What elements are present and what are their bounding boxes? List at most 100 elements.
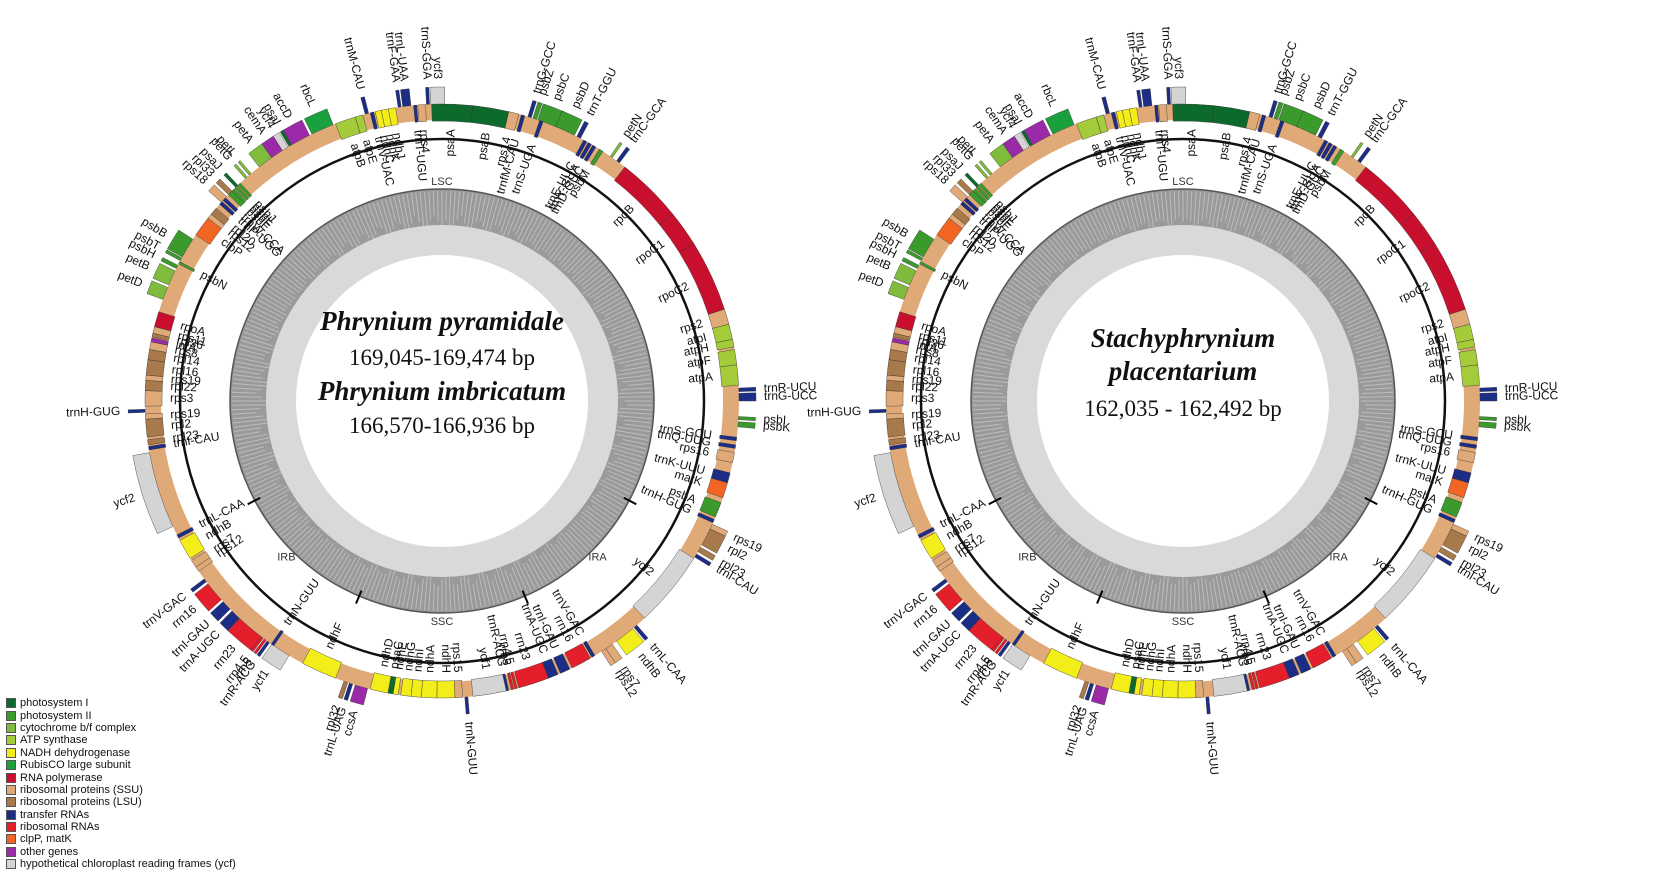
gene-block-psbb <box>167 229 194 258</box>
gene-block-psbd <box>555 110 583 136</box>
gene-label-ccsa: ccsA <box>1081 709 1102 738</box>
gene-block-trni-cau <box>1435 553 1453 567</box>
gene-block-rps14 <box>1245 111 1261 131</box>
gene-block-trnn-guu <box>464 696 470 715</box>
gene-block-trnc-gca <box>616 146 630 164</box>
gene-label-ndhi: ndhI <box>1151 648 1167 672</box>
gene-label-rpl2: rpl2 <box>911 416 933 432</box>
gene-block-rpl32 <box>1078 681 1090 700</box>
gene-block-rpoa <box>895 311 917 332</box>
gene-label-psac: psaC <box>1128 640 1147 670</box>
gene-label-trnn-guu: trnN-GUU <box>462 721 480 775</box>
gene-label-ycf2: ycf2 <box>112 490 138 510</box>
gene-label-trng-ucc: trnG-UCC <box>764 388 818 403</box>
gene-label-ycf3: ycf3 <box>431 57 445 80</box>
genome-size: 169,045-169,474 bp <box>349 345 535 370</box>
region-label-lsc: LSC <box>431 176 452 188</box>
gene-block-trny-gua <box>1320 142 1333 160</box>
gene-label-rpob: rpoB <box>1350 202 1378 230</box>
gene-block-trnr-acg <box>256 640 270 657</box>
gene-label-rpl22: rpl22 <box>911 379 939 394</box>
gene-label-psbi: psbI <box>1504 412 1527 427</box>
gene-label-rps8: rps8 <box>915 343 941 361</box>
legend-swatch <box>6 772 16 783</box>
gene-block-rpl23 <box>147 437 166 446</box>
gene-label-rpl22: rpl22 <box>170 379 198 394</box>
gene-block-psba <box>1440 496 1463 518</box>
gene-block-psbf <box>231 188 247 204</box>
gene-block-rps15 <box>1195 680 1204 698</box>
gene-label-rpoc2: rpoC2 <box>656 279 692 306</box>
gene-label-atpi: atpI <box>1426 330 1449 348</box>
legend-label: hypothetical chloroplast reading frames … <box>20 858 236 870</box>
gene-block-ndhf <box>1043 647 1083 679</box>
gene-block-ycf2 <box>632 549 695 619</box>
gene-block-petn <box>609 141 623 158</box>
gene-block-accd <box>1023 119 1051 146</box>
gene-block-trni-cau <box>148 443 167 451</box>
gene-block-rpl2 <box>145 417 165 438</box>
genome-size: 166,570-166,936 bp <box>349 413 535 438</box>
legend-swatch <box>6 735 16 746</box>
gene-block-trnf-gaa <box>1136 89 1143 108</box>
gene-block-psbb <box>908 229 935 258</box>
gene-block-trnp-ugg <box>960 201 976 216</box>
gene-label-petd: petD <box>116 268 145 290</box>
gene-label-rpl23: rpl23 <box>172 427 201 445</box>
gene-block-rrn16 <box>935 583 963 612</box>
gene-block-ndhj <box>1129 107 1140 126</box>
gene-block-rpoa <box>154 311 176 332</box>
gene-block-trne-uuc <box>1316 139 1329 157</box>
gene-label-ndhc: ndhC <box>378 134 398 165</box>
gene-label-trnh-gug: trnH-GUG <box>1380 482 1435 517</box>
gene-block-ycf3 <box>429 86 445 105</box>
gene-label-ndhe: ndhE <box>392 641 410 671</box>
gene-block-rpl33 <box>215 178 233 195</box>
gene-label-psab: psaB <box>475 131 493 160</box>
legend-label: ATP synthase <box>20 734 88 747</box>
legend-swatch <box>6 797 16 808</box>
gene-label-ndhd: ndhD <box>1118 637 1138 668</box>
gene-block-ycf2 <box>132 452 174 534</box>
gene-block-rps3 <box>144 390 163 407</box>
legend-swatch <box>6 722 16 733</box>
gene-block-rpl22 <box>144 380 163 392</box>
gene-block-ycf1 <box>1212 674 1248 697</box>
gene-label-trnt-ugu: trnT-UGU <box>411 129 430 181</box>
gene-block-petn <box>1350 141 1364 158</box>
gene-label-psbn: psbN <box>939 267 970 292</box>
species-name: placentarium <box>1107 356 1258 386</box>
gene-block-rpl16 <box>145 359 165 377</box>
gene-label-rpob: rpoB <box>609 202 637 230</box>
gene-label-rpl36: rpl36 <box>916 333 945 353</box>
gene-block-trni-gau <box>951 601 972 622</box>
gene-block-trnd-guc <box>583 144 597 162</box>
gene-block-trnm-cau <box>1101 96 1110 115</box>
gene-block-trnl-uaa <box>400 88 412 107</box>
legend-item: RNA polymerase <box>6 771 306 784</box>
gene-block-rps14 <box>504 111 520 131</box>
gene-block-rpl33 <box>956 178 974 195</box>
gene-block-matk <box>1447 477 1469 498</box>
legend-swatch <box>6 760 16 771</box>
gene-block-ndhd <box>1110 672 1133 694</box>
gene-block-trni-gau <box>553 653 571 674</box>
gene-block-trnh-gug <box>127 409 146 414</box>
gene-label-rps4: rps4 <box>1158 129 1174 154</box>
region-label-ira: IRA <box>1329 552 1348 564</box>
gene-block-rps16 <box>1456 449 1476 463</box>
gene-block-rps12 <box>601 648 616 667</box>
gene-block-trnfm-cau <box>1257 114 1267 133</box>
gene-block-trnv-gac <box>190 578 207 593</box>
gene-block-rrn5 <box>507 672 515 691</box>
legend-swatch <box>6 859 16 870</box>
gene-label-ycf2: ycf2 <box>853 490 879 510</box>
gene-block-rrn23 <box>514 662 549 689</box>
gene-label-ndhj: ndhJ <box>1131 132 1149 160</box>
gene-block-psbz <box>1273 101 1284 120</box>
gene-block-psbi <box>1479 416 1497 421</box>
gene-block-rrn23 <box>1255 662 1290 689</box>
gene-block-trnp-ugg <box>219 201 235 216</box>
